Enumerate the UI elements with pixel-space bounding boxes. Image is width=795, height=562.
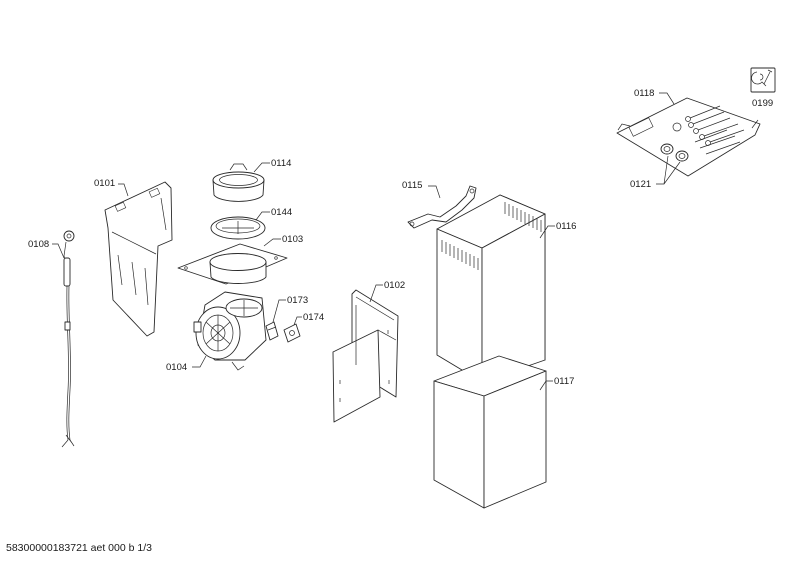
- label-0173: 0173: [287, 295, 308, 306]
- document-footer-code: 58300000183721 aet 000 b 1/3: [6, 542, 152, 554]
- part-0174-bracket: [283, 323, 301, 343]
- part-0115-hanger-bracket: [407, 185, 477, 229]
- wrench-screwdriver-icon: [750, 67, 776, 93]
- label-0121: 0121: [630, 179, 651, 190]
- part-0103-mounting-plate: [177, 243, 288, 285]
- part-0102-chimney-bracket-panel: [332, 289, 399, 423]
- label-0199: 0199: [752, 98, 773, 109]
- part-0121-wall-plugs: [660, 143, 689, 162]
- label-0104: 0104: [166, 362, 187, 373]
- vent-slots-left: [441, 240, 479, 270]
- label-0144: 0144: [271, 207, 292, 218]
- label-0108: 0108: [28, 239, 49, 250]
- part-0104-fan-motor: [193, 291, 267, 371]
- part-0101-back-plate: [104, 181, 173, 337]
- label-0115: 0115: [402, 180, 422, 191]
- part-0118-fixing-kit: [616, 97, 761, 177]
- label-0101: 0101: [94, 178, 115, 189]
- label-0118: 0118: [634, 88, 654, 99]
- part-0108-power-cable: [61, 230, 75, 448]
- label-0103: 0103: [282, 234, 303, 245]
- label-0117: 0117: [554, 376, 574, 387]
- screws: [685, 105, 745, 155]
- label-0116: 0116: [556, 221, 576, 232]
- label-0174: 0174: [303, 312, 324, 323]
- part-0116-upper-chimney-cover: [436, 194, 546, 383]
- part-0173-capacitor: [265, 321, 279, 341]
- part-0114-air-outlet-ring: [212, 163, 265, 202]
- label-0102: 0102: [384, 280, 405, 291]
- part-0117-lower-chimney-cover: [433, 355, 547, 509]
- label-0114: 0114: [271, 158, 291, 169]
- vent-slots-right: [504, 202, 542, 232]
- part-0144-non-return-valve: [210, 216, 266, 240]
